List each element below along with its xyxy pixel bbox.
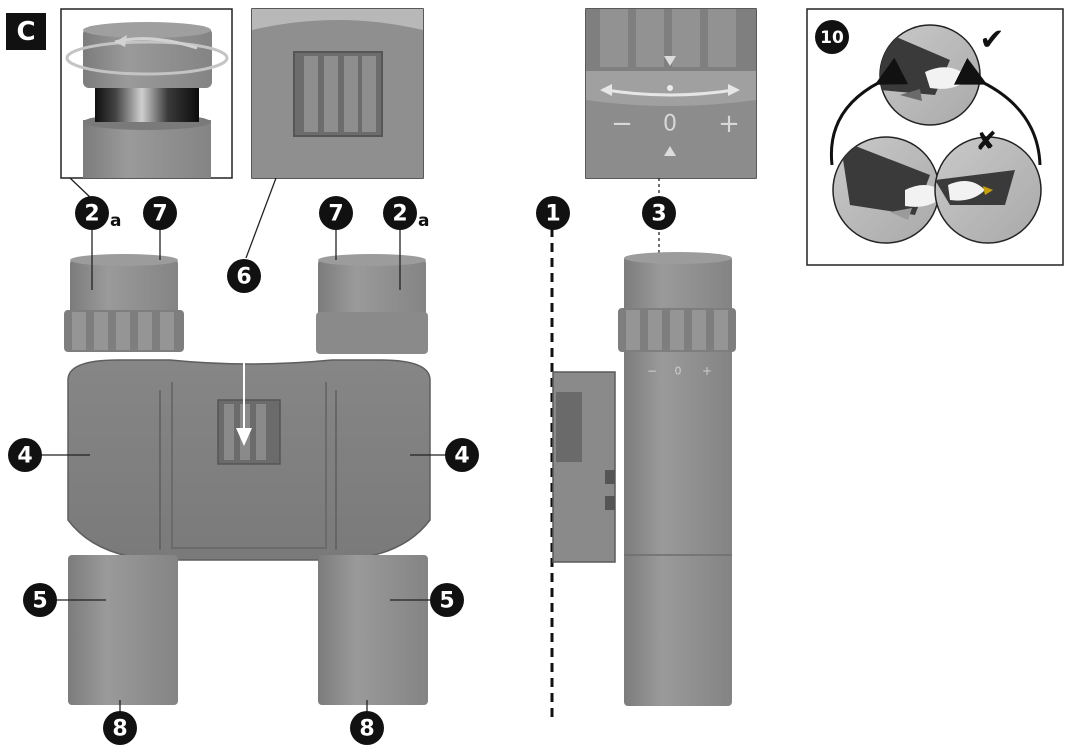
panel-image-alignment: ✔ ✘ bbox=[806, 8, 1064, 266]
callout-number: 4 bbox=[17, 444, 32, 469]
callout-6: 6 bbox=[227, 259, 261, 293]
callout-number: 6 bbox=[236, 265, 251, 290]
callout-suffix: a bbox=[418, 211, 429, 231]
callout-number: 2 bbox=[392, 202, 407, 227]
binocular-side-view: − 0 + bbox=[550, 228, 736, 718]
leader-line bbox=[69, 177, 93, 200]
callout-number: 3 bbox=[651, 202, 666, 227]
diopter-zero-small: 0 bbox=[675, 365, 682, 378]
callout-number: 7 bbox=[152, 202, 167, 227]
diopter-zero: 0 bbox=[663, 112, 677, 137]
callout-5-right: 5 bbox=[430, 583, 464, 617]
callout-1: 1 bbox=[536, 196, 570, 230]
diopter-plus: + bbox=[718, 109, 740, 139]
callout-2a-left: 2 a bbox=[75, 196, 121, 231]
callout-5-left: 5 bbox=[23, 583, 57, 617]
inset-focus-wheel bbox=[251, 8, 424, 179]
callout-2a-right: 2 a bbox=[383, 196, 429, 231]
callout-7-left: 7 bbox=[143, 196, 177, 230]
callout-number: 8 bbox=[359, 717, 374, 742]
callout-number: 5 bbox=[32, 589, 47, 614]
leader-lines bbox=[42, 230, 462, 712]
callout-8-right: 8 bbox=[350, 711, 384, 745]
callout-3: 3 bbox=[642, 196, 676, 230]
binocular-front-view bbox=[64, 254, 431, 705]
inset-eyepiece-rotation bbox=[60, 8, 233, 179]
callout-number: 5 bbox=[439, 589, 454, 614]
arrow-icon bbox=[829, 57, 909, 166]
callout-4-right: 4 bbox=[445, 438, 479, 472]
eagle-icon bbox=[935, 170, 1015, 205]
incorrect-cross-icon: ✘ bbox=[975, 127, 997, 157]
callout-number: 1 bbox=[545, 202, 560, 227]
figure-label-badge: C bbox=[6, 13, 46, 50]
callout-4-left: 4 bbox=[8, 438, 42, 472]
callout-number: 8 bbox=[112, 717, 127, 742]
callout-number: 10 bbox=[820, 28, 844, 48]
figure-label: C bbox=[16, 17, 35, 47]
callout-10: 10 bbox=[815, 20, 849, 54]
correct-check-icon: ✔ bbox=[979, 23, 1004, 58]
callout-8-left: 8 bbox=[103, 711, 137, 745]
callout-suffix: a bbox=[110, 211, 121, 231]
callout-number: 4 bbox=[454, 444, 469, 469]
arrow-icon bbox=[953, 57, 1042, 166]
callout-number: 7 bbox=[328, 202, 343, 227]
diopter-plus-small: + bbox=[702, 364, 712, 378]
diopter-minus: − bbox=[611, 109, 633, 139]
leader-line bbox=[245, 177, 277, 259]
callout-number: 2 bbox=[84, 202, 99, 227]
diopter-minus-small: − bbox=[647, 364, 657, 378]
inset-diopter-scale: − 0 + bbox=[585, 8, 757, 179]
callout-7-right: 7 bbox=[319, 196, 353, 230]
